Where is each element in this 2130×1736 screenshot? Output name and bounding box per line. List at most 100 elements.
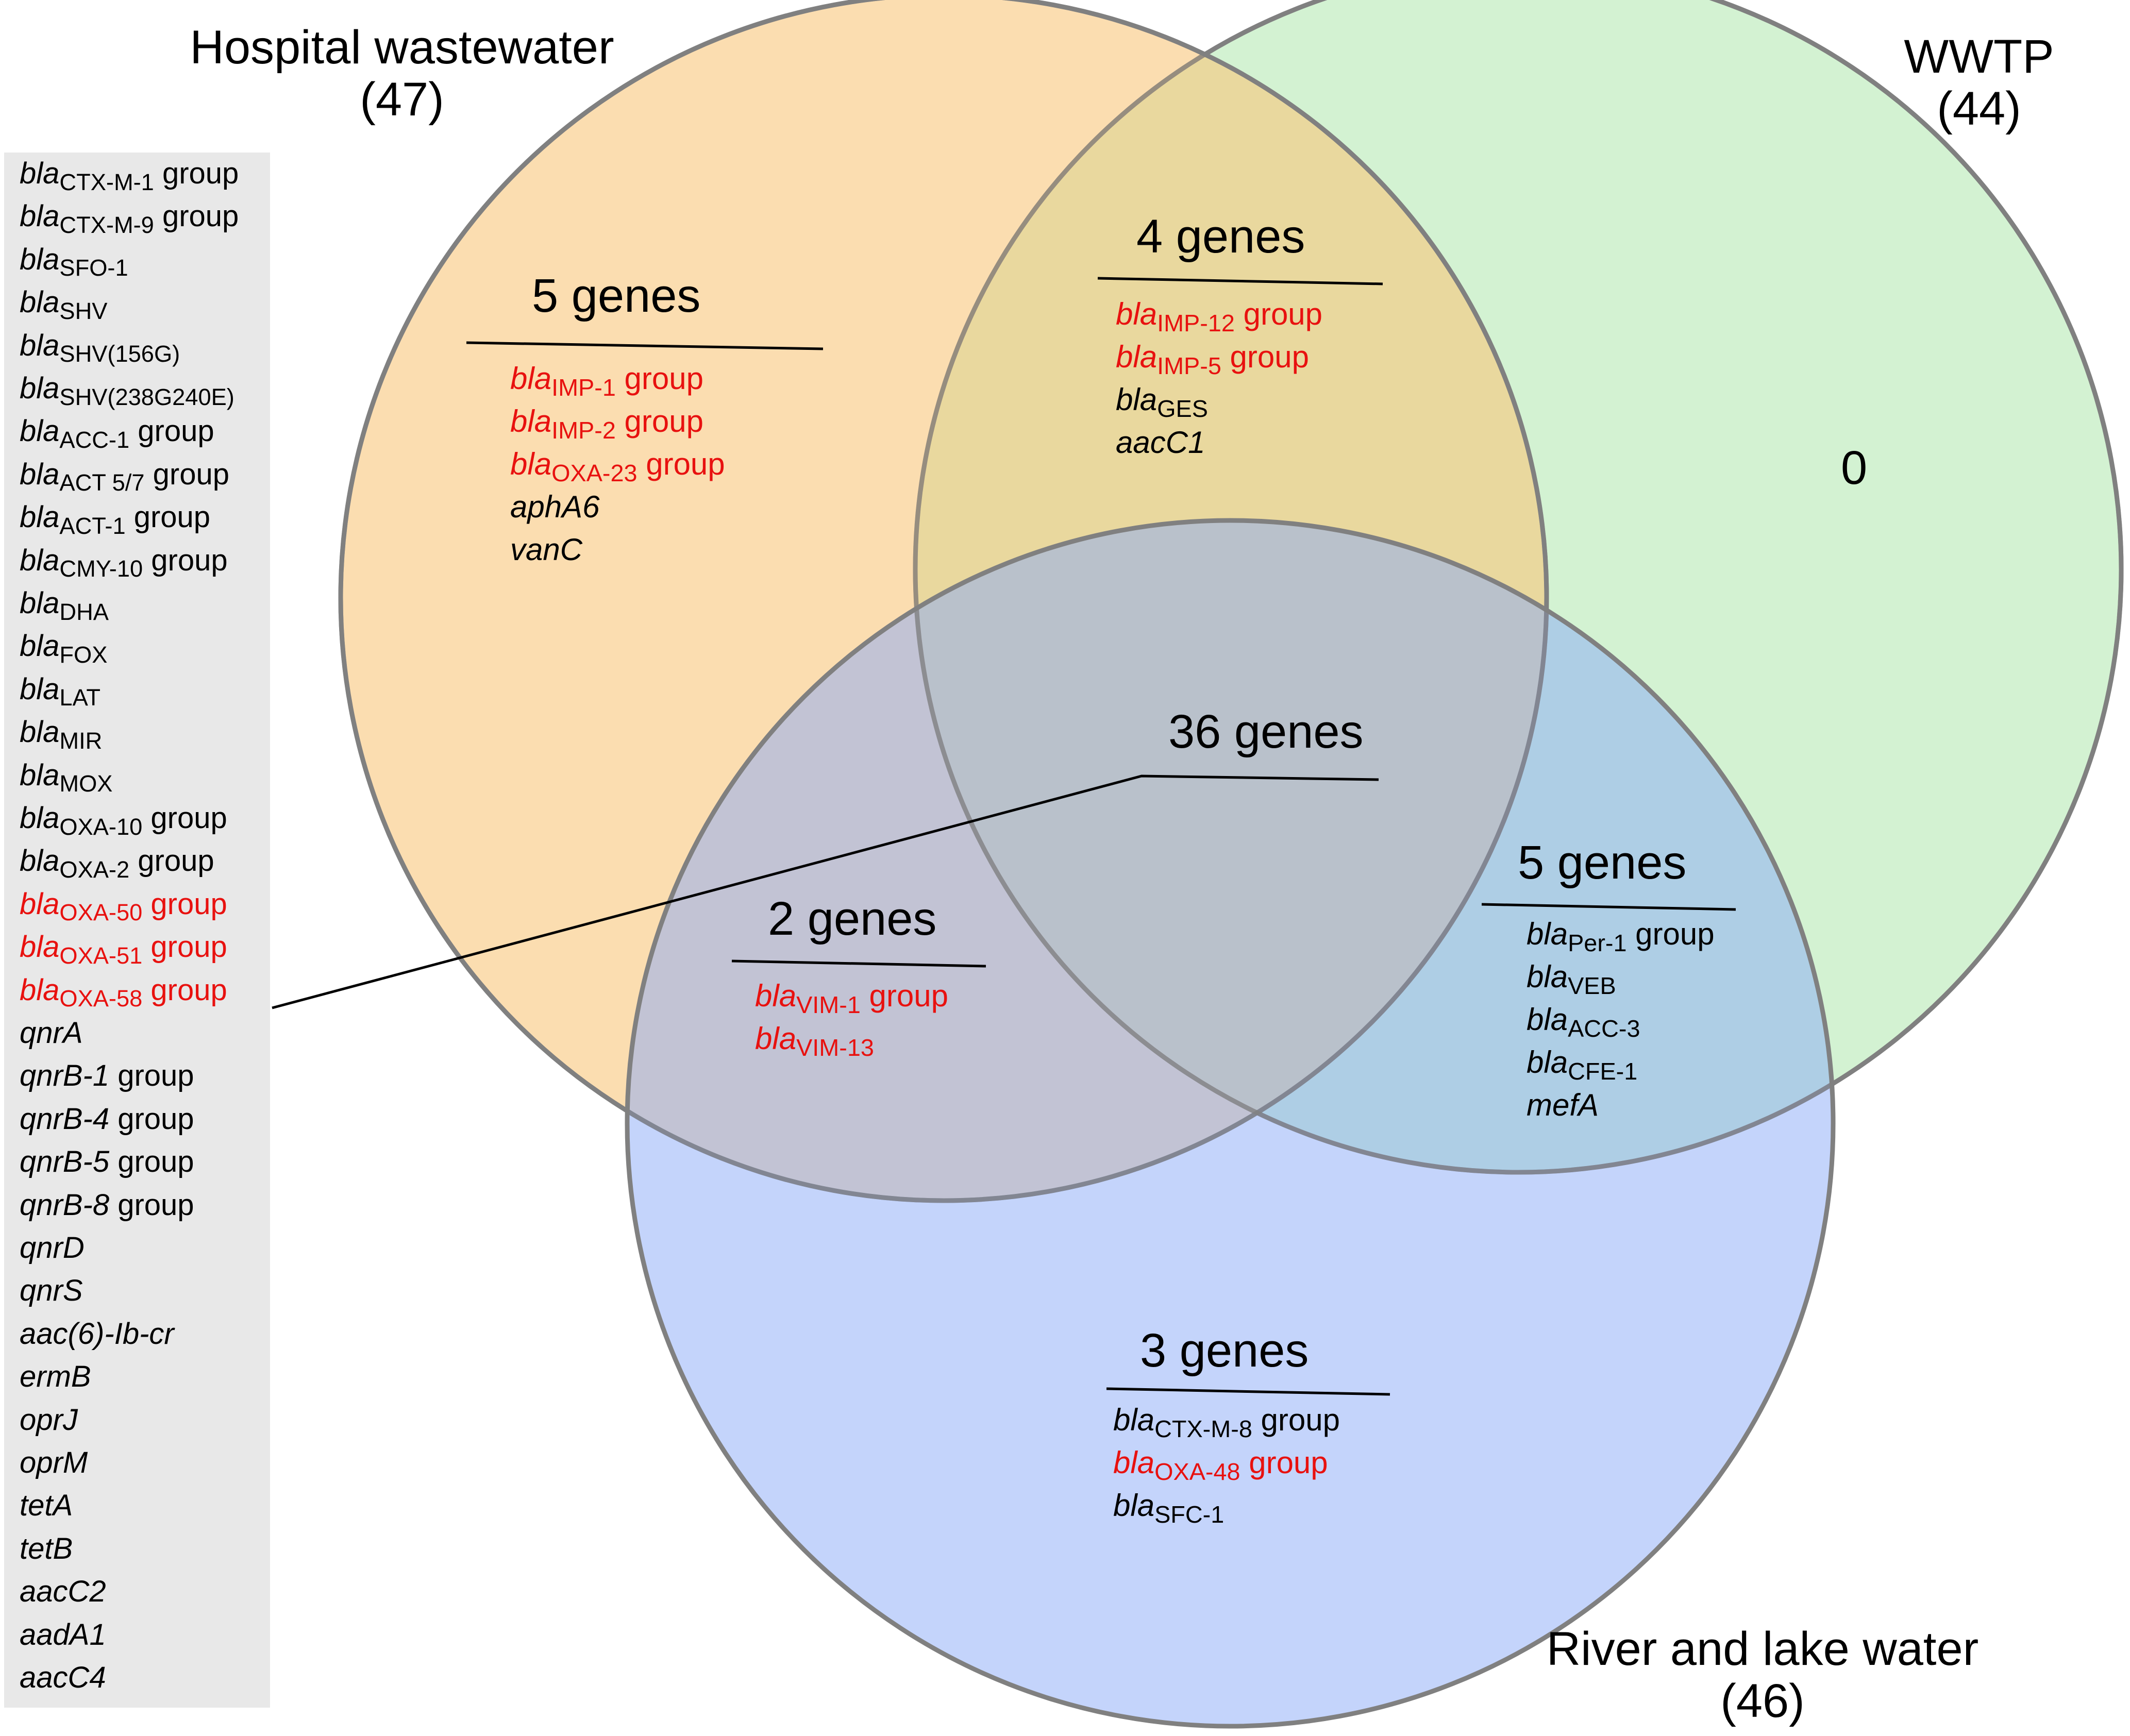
gene-variant: OXA-23 [551, 460, 638, 487]
gene-item: blaSFC-1 [1113, 1490, 1224, 1527]
gene-item: blaOXA-2 group [20, 844, 214, 881]
gene-item: blaFOX [20, 629, 107, 666]
gene-name: bla [20, 930, 60, 964]
gene-name: aacC1 [1116, 425, 1205, 460]
gene-variant: OXA-10 [59, 813, 143, 840]
gene-variant: ACT 5/7 [59, 469, 145, 496]
gene-name: bla [20, 157, 60, 190]
gene-group-suffix: group [109, 1059, 194, 1093]
heading-river-only: 3 genes [1140, 1324, 1309, 1377]
gene-name: bla [1527, 917, 1568, 951]
gene-name: bla [20, 414, 60, 448]
gene-name: bla [20, 199, 60, 233]
connector-line [272, 774, 1379, 1009]
gene-item: blaACT-1 group [20, 500, 211, 537]
gene-name: bla [20, 887, 60, 921]
gene-item: aacC2 [20, 1577, 106, 1607]
gene-variant: MIR [59, 727, 103, 754]
gene-variant: ACC-3 [1568, 1015, 1640, 1042]
gene-group-suffix: group [129, 844, 214, 878]
gene-variant: GES [1157, 395, 1208, 423]
gene-name: tetB [20, 1531, 73, 1565]
gene-group-suffix: group [1234, 297, 1323, 331]
gene-item: blaDHA [20, 586, 109, 623]
gene-group-suffix: group [129, 414, 214, 448]
gene-item: blaVIM-1 group [755, 981, 948, 1017]
heading-underline-river-only [1106, 1387, 1390, 1396]
gene-name: bla [1116, 340, 1158, 374]
gene-name: bla [755, 1021, 797, 1056]
gene-item: aadA1 [20, 1620, 106, 1650]
gene-variant: VEB [1568, 972, 1616, 1000]
gene-item: blaPer-1 group [1527, 917, 1715, 955]
gene-group-suffix: group [1221, 340, 1310, 374]
gene-group-suffix: group [1626, 917, 1715, 951]
gene-item: aacC1 [1116, 427, 1205, 458]
gene-name: bla [20, 543, 60, 577]
gene-group-suffix: group [1252, 1403, 1340, 1437]
gene-item: blaSHV(156G) [20, 330, 180, 365]
gene-name: bla [1116, 382, 1158, 417]
gene-item: ermB [20, 1362, 91, 1392]
gene-variant: OXA-48 [1154, 1458, 1240, 1486]
gene-item: blaMOX [20, 760, 112, 795]
gene-name: bla [20, 500, 60, 534]
gene-item: aphA6 [510, 492, 600, 523]
gene-item: blaCTX-M-9 group [20, 199, 239, 237]
gene-item: blaACT 5/7 group [20, 457, 229, 494]
gene-item: tetB [20, 1531, 73, 1565]
gene-name: bla [20, 715, 60, 749]
gene-name: bla [1116, 297, 1158, 331]
heading-wwtp-only: 0 [1841, 442, 1868, 494]
gene-name: aacC2 [20, 1575, 106, 1609]
set-label-wwtp: WWTP (44) [1876, 30, 2082, 135]
gene-item: blaVIM-13 [755, 1021, 874, 1060]
gene-name: qnrB-8 [20, 1188, 110, 1222]
gene-item: vanC [510, 534, 582, 565]
gene-name: bla [1527, 959, 1568, 994]
gene-name: bla [20, 629, 60, 663]
set-label-river: River and lake water (46) [1495, 1623, 2031, 1727]
gene-item: blaOXA-23 group [510, 449, 725, 485]
gene-name: bla [1113, 1403, 1155, 1437]
gene-item: qnrB-4 group [20, 1104, 194, 1134]
gene-item: blaOXA-48 group [1113, 1445, 1328, 1484]
gene-name: qnrA [20, 1016, 83, 1050]
gene-variant: FOX [59, 642, 108, 668]
gene-variant: SFO-1 [59, 255, 128, 281]
gene-name: bla [1113, 1445, 1155, 1480]
gene-variant: CTX-M-1 [59, 168, 154, 195]
gene-name: qnrD [20, 1231, 85, 1265]
gene-name: bla [20, 586, 60, 620]
gene-name: aadA1 [20, 1617, 106, 1651]
gene-name: ermB [20, 1360, 91, 1394]
gene-item: blaIMP-5 group [1116, 340, 1310, 378]
gene-item: qnrB-8 group [20, 1190, 194, 1220]
gene-variant: OXA-50 [59, 899, 143, 926]
gene-item: blaCFE-1 [1527, 1047, 1637, 1084]
gene-item: blaOXA-50 group [20, 887, 227, 924]
set-name-wwtp: WWTP [1904, 30, 2054, 83]
gene-name: tetA [20, 1489, 73, 1523]
gene-name: bla [20, 242, 60, 276]
gene-variant: IMP-2 [551, 417, 616, 444]
gene-name: bla [20, 844, 60, 878]
gene-variant: MOX [59, 770, 113, 797]
gene-name: bla [20, 457, 60, 491]
gene-name: bla [20, 801, 60, 835]
set-count-hospital: (47) [360, 73, 444, 126]
gene-name: qnrB-1 [20, 1059, 110, 1093]
gene-variant: SHV(238G240E) [59, 383, 234, 410]
gene-variant: ACT-1 [59, 512, 126, 539]
heading-underline-wwtp-river [1481, 903, 1736, 911]
gene-group-suffix: group [125, 500, 211, 534]
gene-variant: Per-1 [1568, 930, 1627, 957]
heading-underline-hospital-river [731, 959, 986, 968]
gene-item: oprM [20, 1448, 88, 1478]
gene-item: qnrB-1 group [20, 1061, 194, 1091]
gene-group-suffix: group [154, 157, 239, 190]
gene-name: bla [510, 404, 552, 439]
heading-underline-hospital-only [466, 341, 824, 350]
gene-group-suffix: group [142, 930, 227, 964]
gene-group-suffix: group [615, 361, 704, 396]
